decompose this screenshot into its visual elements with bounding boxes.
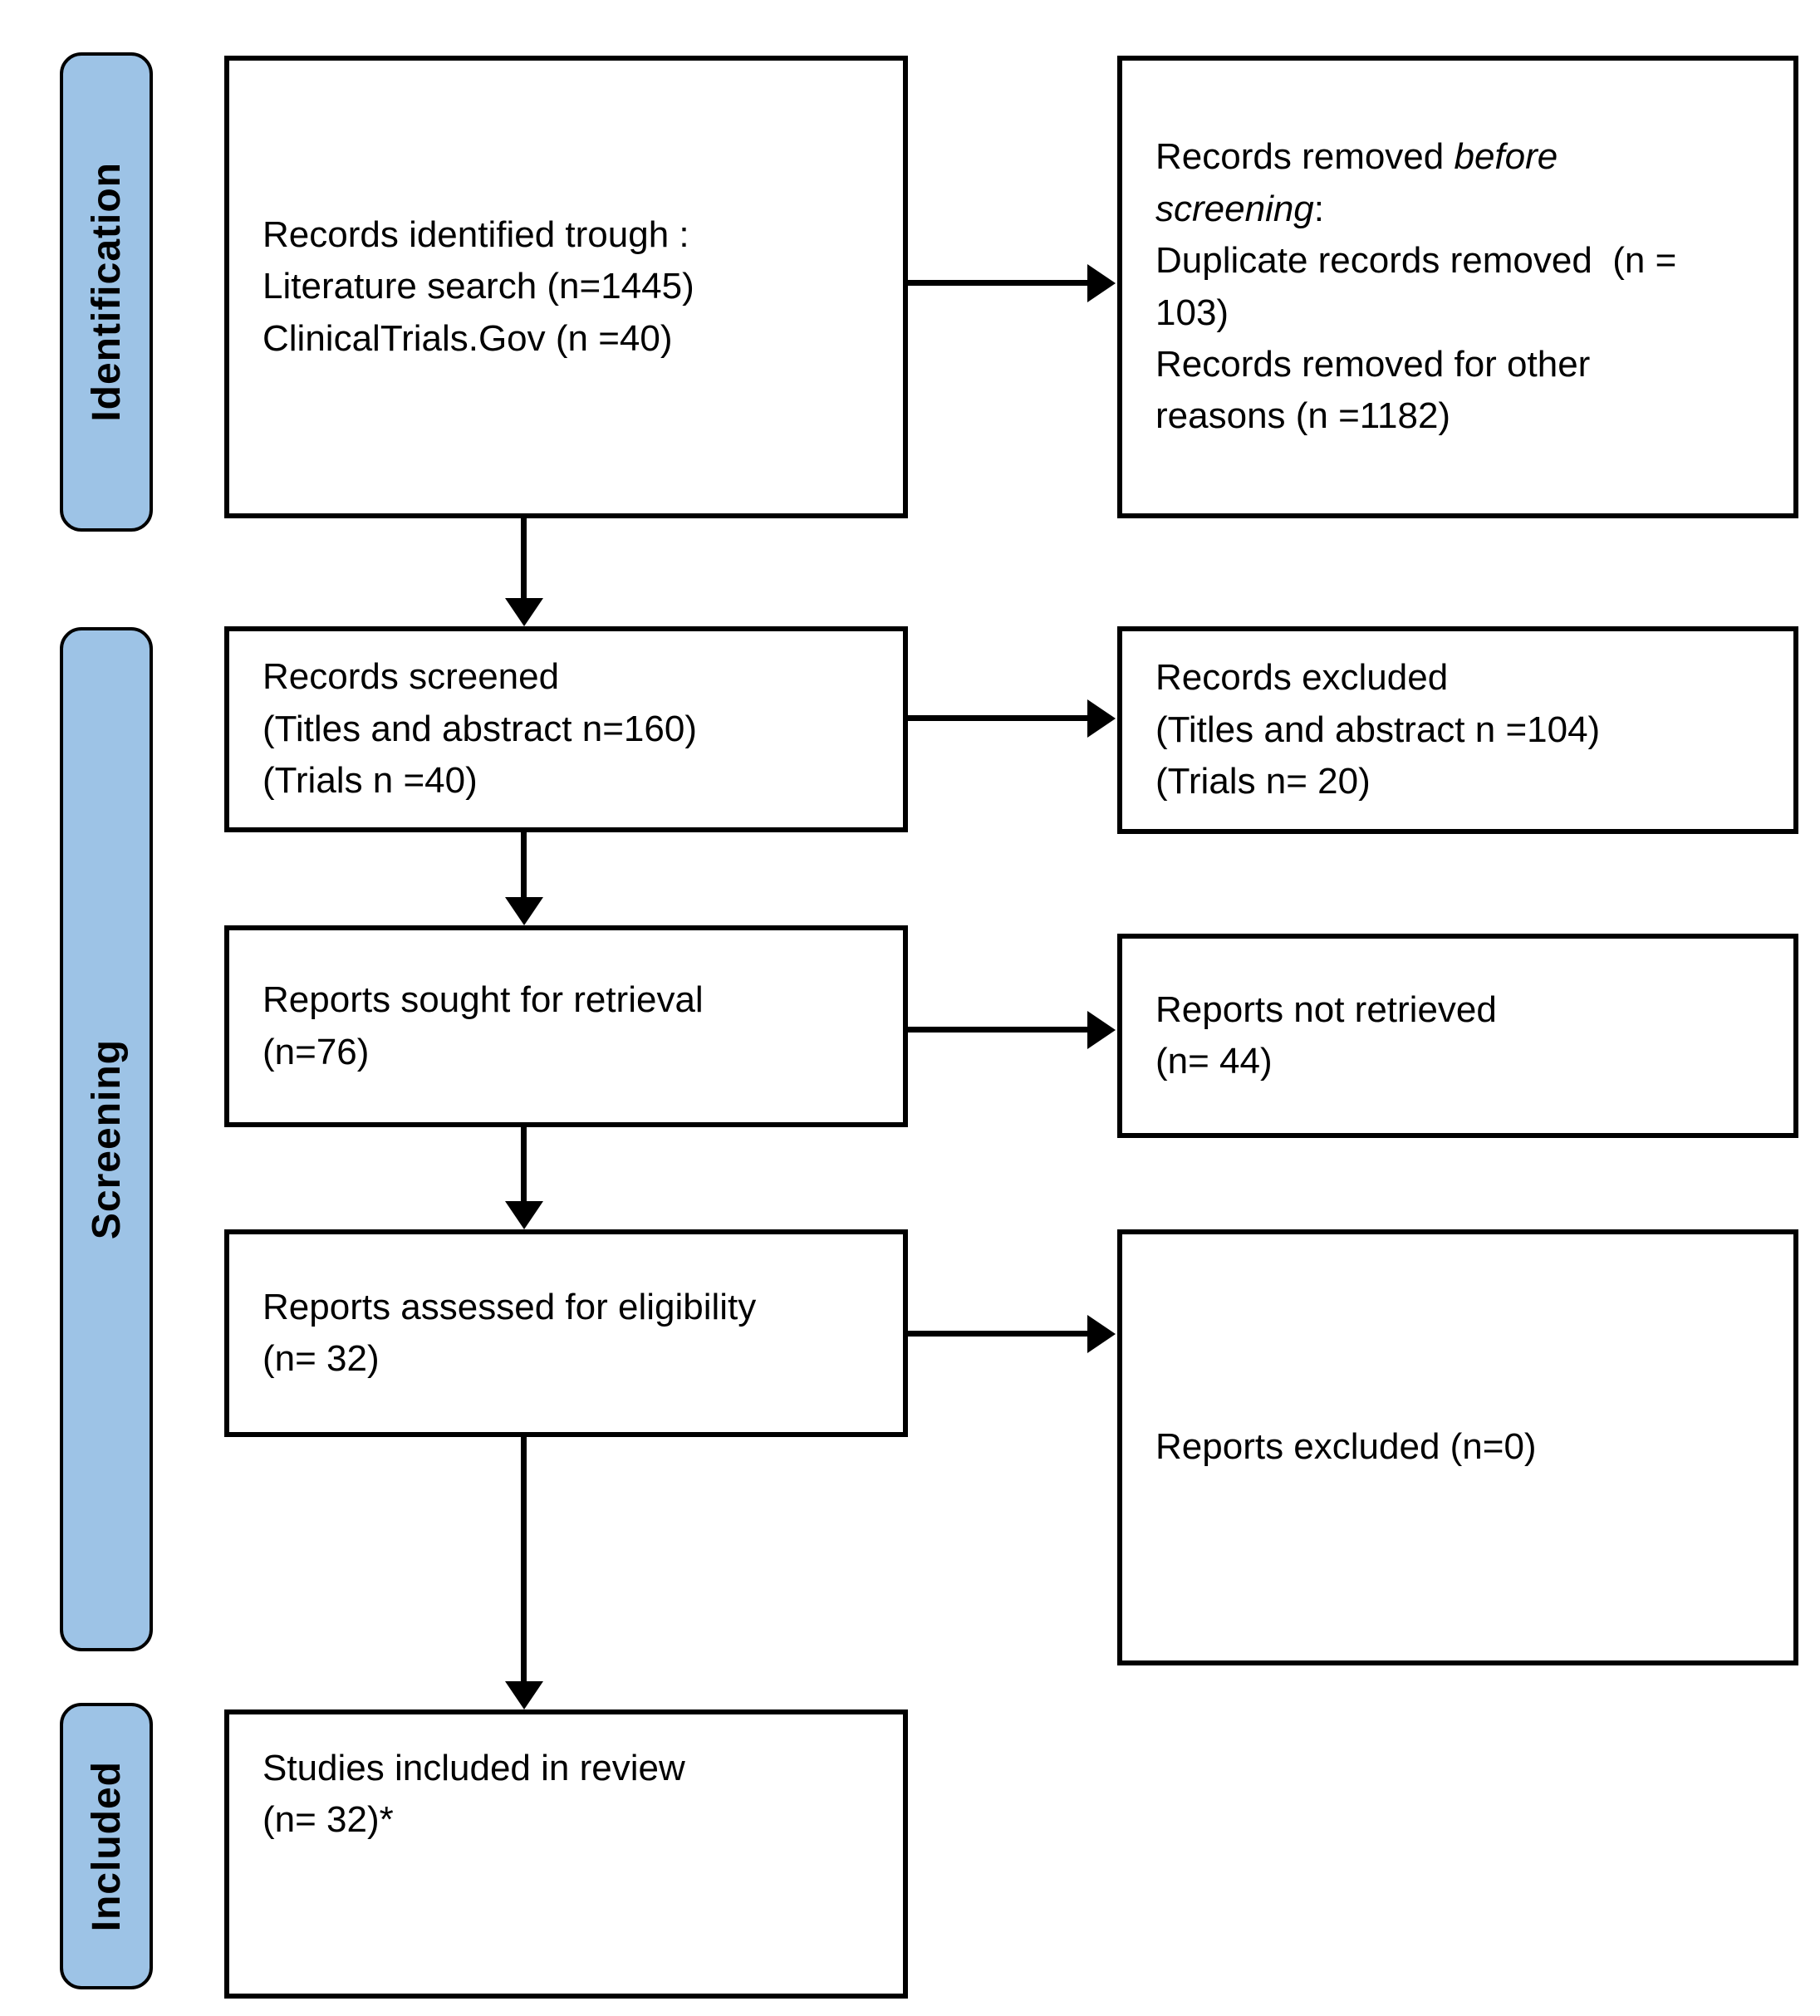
box-text-line: (n= 32) [262, 1338, 380, 1379]
box-text-line: 103) [1155, 292, 1229, 333]
box-text-line: Records removed before [1155, 131, 1770, 183]
box-text-segment-italic: before [1454, 136, 1558, 178]
arrow-identified-to-removed [908, 280, 1087, 286]
box-text-line: reasons (n =1182) [1155, 395, 1451, 437]
box-text-line: Reports not retrieved [1155, 988, 1497, 1030]
box-records-screened: Records screened (Titles and abstract n=… [224, 626, 908, 832]
box-reports-not-retrieved: Reports not retrieved (n= 44) [1117, 934, 1798, 1138]
stage-bar-screening: Screening [60, 627, 153, 1651]
arrow-sought-to-assessed [521, 1127, 527, 1201]
arrow-assessed-to-reports-excluded [908, 1331, 1087, 1337]
box-text-line: Duplicate records removed (n = [1155, 240, 1677, 282]
box-text-line: Records identified trough : [262, 213, 689, 255]
box-text-segment-italic: screening [1155, 188, 1314, 229]
box-text-line: (Trials n= 20) [1155, 761, 1371, 802]
box-reports-assessed-for-eligibility: Reports assessed for eligibility (n= 32) [224, 1229, 908, 1437]
box-reports-excluded: Reports excluded (n=0) [1117, 1229, 1798, 1665]
stage-label-identification: Identification [84, 162, 129, 422]
arrow-screened-to-sought [521, 832, 527, 897]
box-text-line: Records screened [262, 656, 560, 698]
box-text-line: (Trials n =40) [262, 760, 478, 802]
box-text-line: (n= 32)* [262, 1799, 394, 1841]
box-text-line: Reports assessed for eligibility [262, 1286, 757, 1327]
box-text-line: Reports excluded (n=0) [1155, 1426, 1537, 1468]
box-records-identified: Records identified trough : Literature s… [224, 56, 908, 518]
box-text-line: (n=76) [262, 1031, 370, 1072]
box-text-line: (Titles and abstract n=160) [262, 708, 697, 749]
arrow-assessed-to-included-studies [521, 1437, 527, 1681]
box-text-line: Reports sought for retrieval [262, 979, 704, 1021]
box-text-line: (Titles and abstract n =104) [1155, 709, 1601, 750]
box-text-line: Literature search (n=1445) [262, 266, 694, 307]
box-text-line: Records excluded [1155, 657, 1449, 699]
stage-bar-identification: Identification [60, 52, 153, 532]
box-studies-included-in-review: Studies included in review (n= 32)* [224, 1709, 908, 1999]
box-text-line: Records removed for other [1155, 343, 1591, 385]
box-text-segment: Records removed [1155, 136, 1455, 178]
box-text-line: screening: [1155, 184, 1770, 235]
arrow-screened-to-records-excluded [908, 715, 1087, 721]
arrow-sought-to-not-retrieved [908, 1027, 1087, 1033]
box-text-line: ClinicalTrials.Gov (n =40) [262, 317, 673, 359]
box-reports-sought-for-retrieval: Reports sought for retrieval (n=76) [224, 925, 908, 1127]
stage-bar-included: Included [60, 1703, 153, 1989]
box-records-excluded: Records excluded (Titles and abstract n … [1117, 626, 1798, 834]
box-records-removed-before-screening: Records removed before screening: Duplic… [1117, 56, 1798, 518]
box-text-segment: : [1313, 188, 1325, 229]
stage-label-included: Included [84, 1760, 129, 1932]
box-text-line: (n= 44) [1155, 1041, 1273, 1082]
arrow-identified-to-screened [521, 518, 527, 598]
box-text-line: Studies included in review [262, 1748, 685, 1788]
stage-label-screening: Screening [84, 1038, 129, 1240]
